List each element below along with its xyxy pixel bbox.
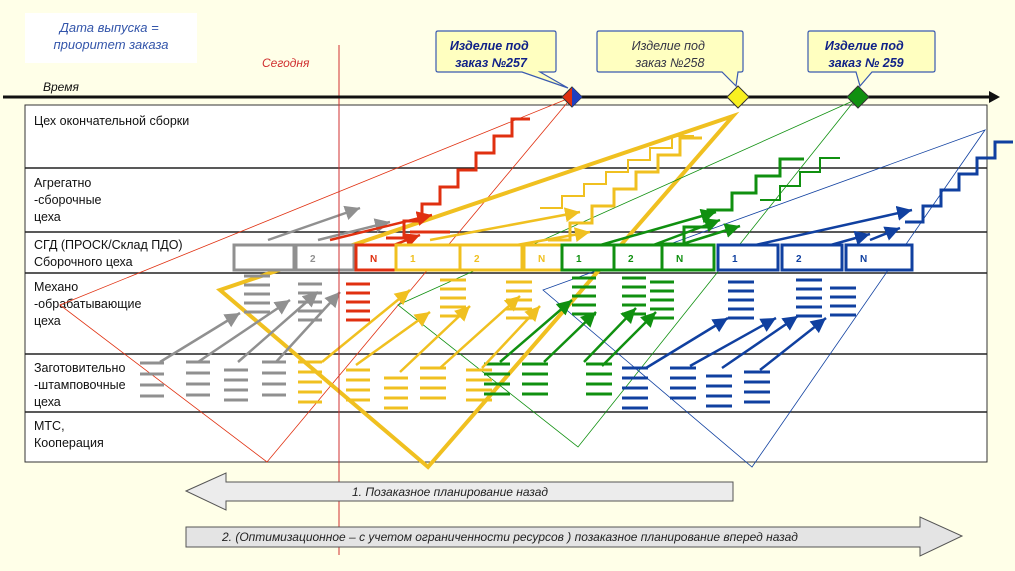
flow-arrow xyxy=(741,205,913,250)
flow-arrow xyxy=(583,307,637,363)
order-257-label: Изделие под заказ №257 xyxy=(450,39,532,70)
stock-box xyxy=(232,243,296,272)
note-box xyxy=(25,13,197,63)
stock-box xyxy=(780,243,844,272)
milestone-diamond-257-shade xyxy=(572,87,582,107)
stock-box-label: 2 xyxy=(474,254,480,265)
staircase-order-257 xyxy=(386,117,530,240)
flow-arrow xyxy=(645,316,729,370)
staircase-order-259-b xyxy=(760,157,840,201)
time-axis-arrowhead xyxy=(989,91,1000,103)
flow-arrow xyxy=(499,299,573,363)
stock-box-label: 2 xyxy=(310,254,316,265)
stock-box xyxy=(560,243,616,272)
flow-arrow xyxy=(601,311,657,367)
flow-arrow xyxy=(159,311,241,364)
flow-arrow xyxy=(481,305,541,369)
staircase-order-258-b xyxy=(540,135,694,209)
stock-box xyxy=(660,243,716,272)
row-label-final-assembly: Цех окончательной сборки xyxy=(34,114,189,128)
stock-box-label: N xyxy=(676,254,683,265)
milestone-diamond-259 xyxy=(846,85,870,109)
order-callout-257: Изделие под заказ №257 xyxy=(435,30,569,89)
flow-arrow xyxy=(321,289,411,363)
cone-order-259 xyxy=(397,99,856,448)
flow-arrow xyxy=(329,211,433,242)
stock-box xyxy=(612,243,664,272)
back-planning-label: 1. Позаказное планирование назад xyxy=(352,485,548,499)
stock-box-label: 1 xyxy=(732,254,738,265)
stock-box-label: 2 xyxy=(628,254,634,265)
stock-box-label: 1 xyxy=(576,254,582,265)
flow-arrow xyxy=(197,298,291,364)
flow-arrow xyxy=(439,295,521,369)
flow-arrow xyxy=(317,218,391,242)
flow-arrow xyxy=(689,316,777,368)
back-planning-arrow xyxy=(184,472,734,511)
milestone-diamond-258 xyxy=(726,85,750,109)
row-label-machining: Механо -обрабатывающие цеха xyxy=(34,280,145,328)
order-callout-258: Изделие под заказ №258 xyxy=(596,30,744,88)
flow-arrow xyxy=(429,207,581,242)
row-label-unit-assembly: Агрегатно -сборочные цеха xyxy=(34,176,105,224)
flow-arrow xyxy=(237,291,319,363)
flow-arrow xyxy=(267,205,361,242)
stock-boxes: 2 N 1 2 N 1 2 N 1 2 N xyxy=(232,243,914,272)
row-label-sgd-warehouse: СГД (ПРОСК/Склад ПДО) Сборочного цеха xyxy=(34,238,186,269)
staircase-order-259 xyxy=(660,157,804,246)
stock-box-label: 2 xyxy=(796,254,802,265)
flow-arrow xyxy=(869,226,901,242)
stock-box xyxy=(844,243,914,272)
flow-arrow xyxy=(721,314,799,370)
stock-box xyxy=(294,243,356,272)
staircase-order-258 xyxy=(548,136,702,242)
stock-box xyxy=(458,243,524,272)
stock-box-label: N xyxy=(860,254,867,265)
stock-box-label: N xyxy=(538,254,545,265)
callout-bubble xyxy=(435,30,569,89)
callout-bubble xyxy=(807,30,936,88)
forward-planning-label: 2. (Оптимизационное – с учетом ограничен… xyxy=(221,530,798,544)
stock-box xyxy=(716,243,780,272)
flow-arrow xyxy=(759,317,827,371)
row-label-supply-cooperation: МТС, Кооперация xyxy=(34,419,104,450)
row-label-blanking-stamping: Заготовительно -штамповочные цеха xyxy=(34,361,129,409)
today-label: Сегодня xyxy=(262,56,310,70)
stock-box-label: 1 xyxy=(410,254,416,265)
order-258-label: Изделие под заказ №258 xyxy=(632,39,709,70)
stock-box xyxy=(394,243,462,272)
flow-arrow xyxy=(355,310,431,367)
flow-arrow xyxy=(589,208,717,250)
flow-arrow xyxy=(543,311,597,363)
order-callout-259: Изделие под заказ № 259 xyxy=(807,30,936,88)
staircase-next-order xyxy=(905,140,1013,224)
flow-arrow xyxy=(675,223,741,248)
callout-bubble xyxy=(596,30,744,88)
flow-arrow xyxy=(275,291,341,363)
time-label: Время xyxy=(43,80,79,94)
order-259-label: Изделие под заказ № 259 xyxy=(825,39,907,70)
note-box-text: Дата выпуска = приоритет заказа xyxy=(54,20,169,52)
row-labels: Цех окончательной сборки Агрегатно -сбор… xyxy=(34,114,189,450)
cone-order-258 xyxy=(216,111,740,470)
stock-box-label: N xyxy=(370,254,377,265)
forward-planning-arrow xyxy=(185,516,964,557)
flow-arrow xyxy=(399,305,471,373)
